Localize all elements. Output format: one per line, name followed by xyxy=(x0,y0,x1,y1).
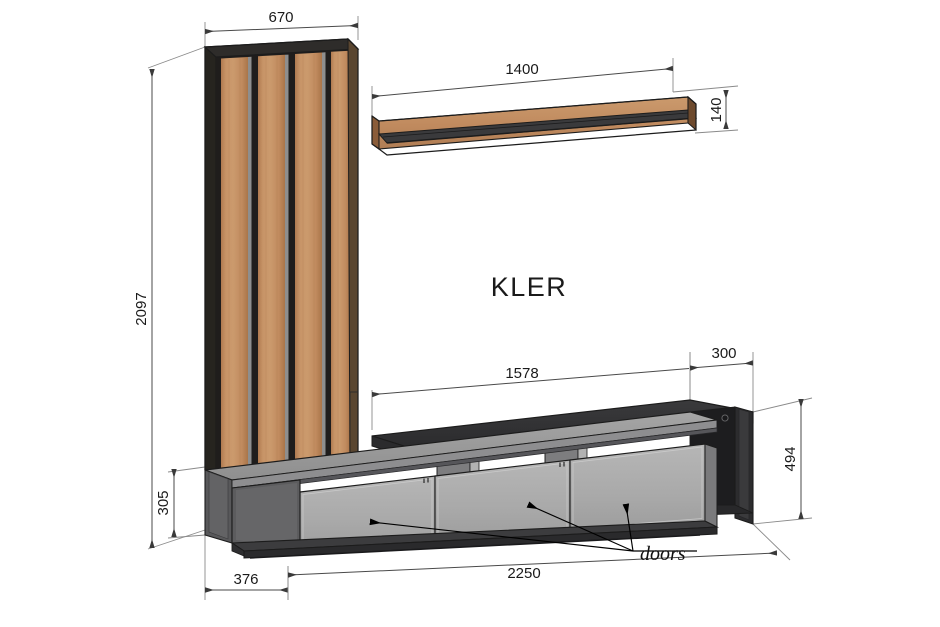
slatted-wood-panel xyxy=(203,37,360,483)
dimension-depth: 376 xyxy=(204,535,289,600)
dimension-label-depth: 376 xyxy=(233,571,258,588)
cabinet-door-3[interactable] xyxy=(569,443,706,532)
dimension-shelf-width: 1400 xyxy=(371,58,674,116)
dimension-shelf-height: 140 xyxy=(672,85,739,134)
dimension-label-total-width: 2250 xyxy=(507,565,540,582)
dimension-label-total-height: 2097 xyxy=(133,292,150,325)
dimension-label-shelf-height: 140 xyxy=(708,97,725,122)
shelf-peg-hole-icon xyxy=(721,414,729,422)
dimension-unit-height: 494 xyxy=(752,397,813,525)
dimension-label-panel-width: 670 xyxy=(268,9,293,26)
dimension-label-tv-top-width: 1578 xyxy=(505,365,538,382)
dimension-panel-width: 670 xyxy=(204,9,359,47)
dimension-label-cabinet-height: 305 xyxy=(155,490,172,515)
wall-shelf xyxy=(371,95,698,156)
dimension-label-tv-right-width: 300 xyxy=(711,345,736,362)
doors-annotation: doors xyxy=(369,501,697,565)
door-gap-marks xyxy=(423,462,565,483)
dimension-label-unit-height: 494 xyxy=(782,446,799,471)
brand-label: KLER xyxy=(491,272,568,302)
dimension-total-height: 2097 xyxy=(133,46,206,550)
dimension-total-width: 2250 xyxy=(287,523,791,600)
dimension-cabinet-height: 305 xyxy=(155,466,206,539)
tv-unit-cabinet xyxy=(204,411,720,559)
dimension-label-shelf-width: 1400 xyxy=(505,61,538,78)
dimension-tv-right-width: 300 xyxy=(689,345,754,412)
doors-note-label: doors xyxy=(640,543,686,565)
